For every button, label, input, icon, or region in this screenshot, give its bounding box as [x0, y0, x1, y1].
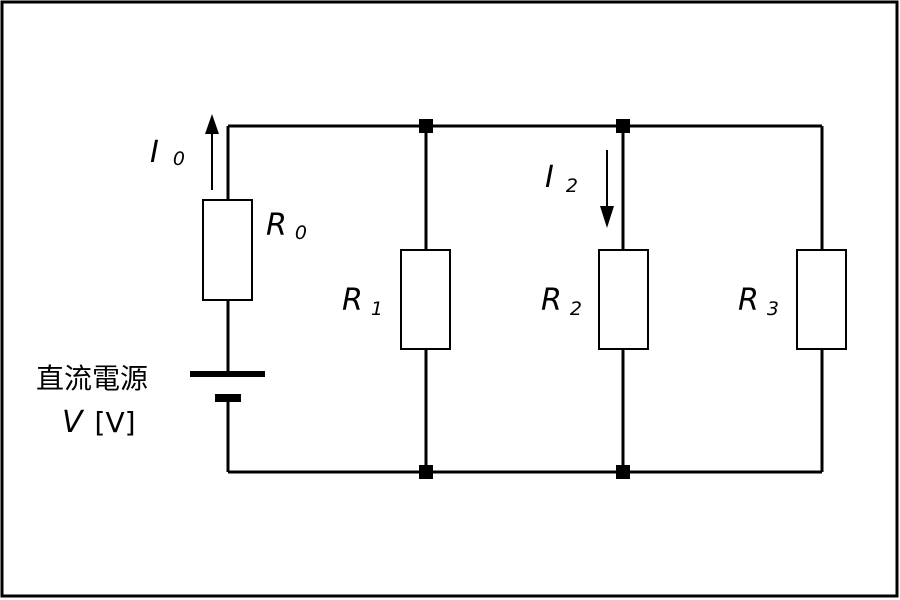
resistor-r1 [400, 249, 451, 350]
resistor-r3 [796, 249, 847, 350]
resistor-r2 [598, 249, 649, 350]
resistor-r0 [202, 199, 253, 301]
source-voltage: V[V] [62, 405, 136, 440]
junction-top-1 [419, 119, 433, 133]
junction-bottom-1 [419, 465, 433, 479]
junction-bottom-2 [616, 465, 630, 479]
current-arrow-i2 [600, 150, 614, 228]
battery-long-plate [190, 371, 265, 377]
battery-short-plate [215, 394, 241, 402]
source-name: 直流電源 [36, 362, 148, 395]
current-arrow-i0 [205, 114, 219, 190]
junction-top-2 [616, 119, 630, 133]
